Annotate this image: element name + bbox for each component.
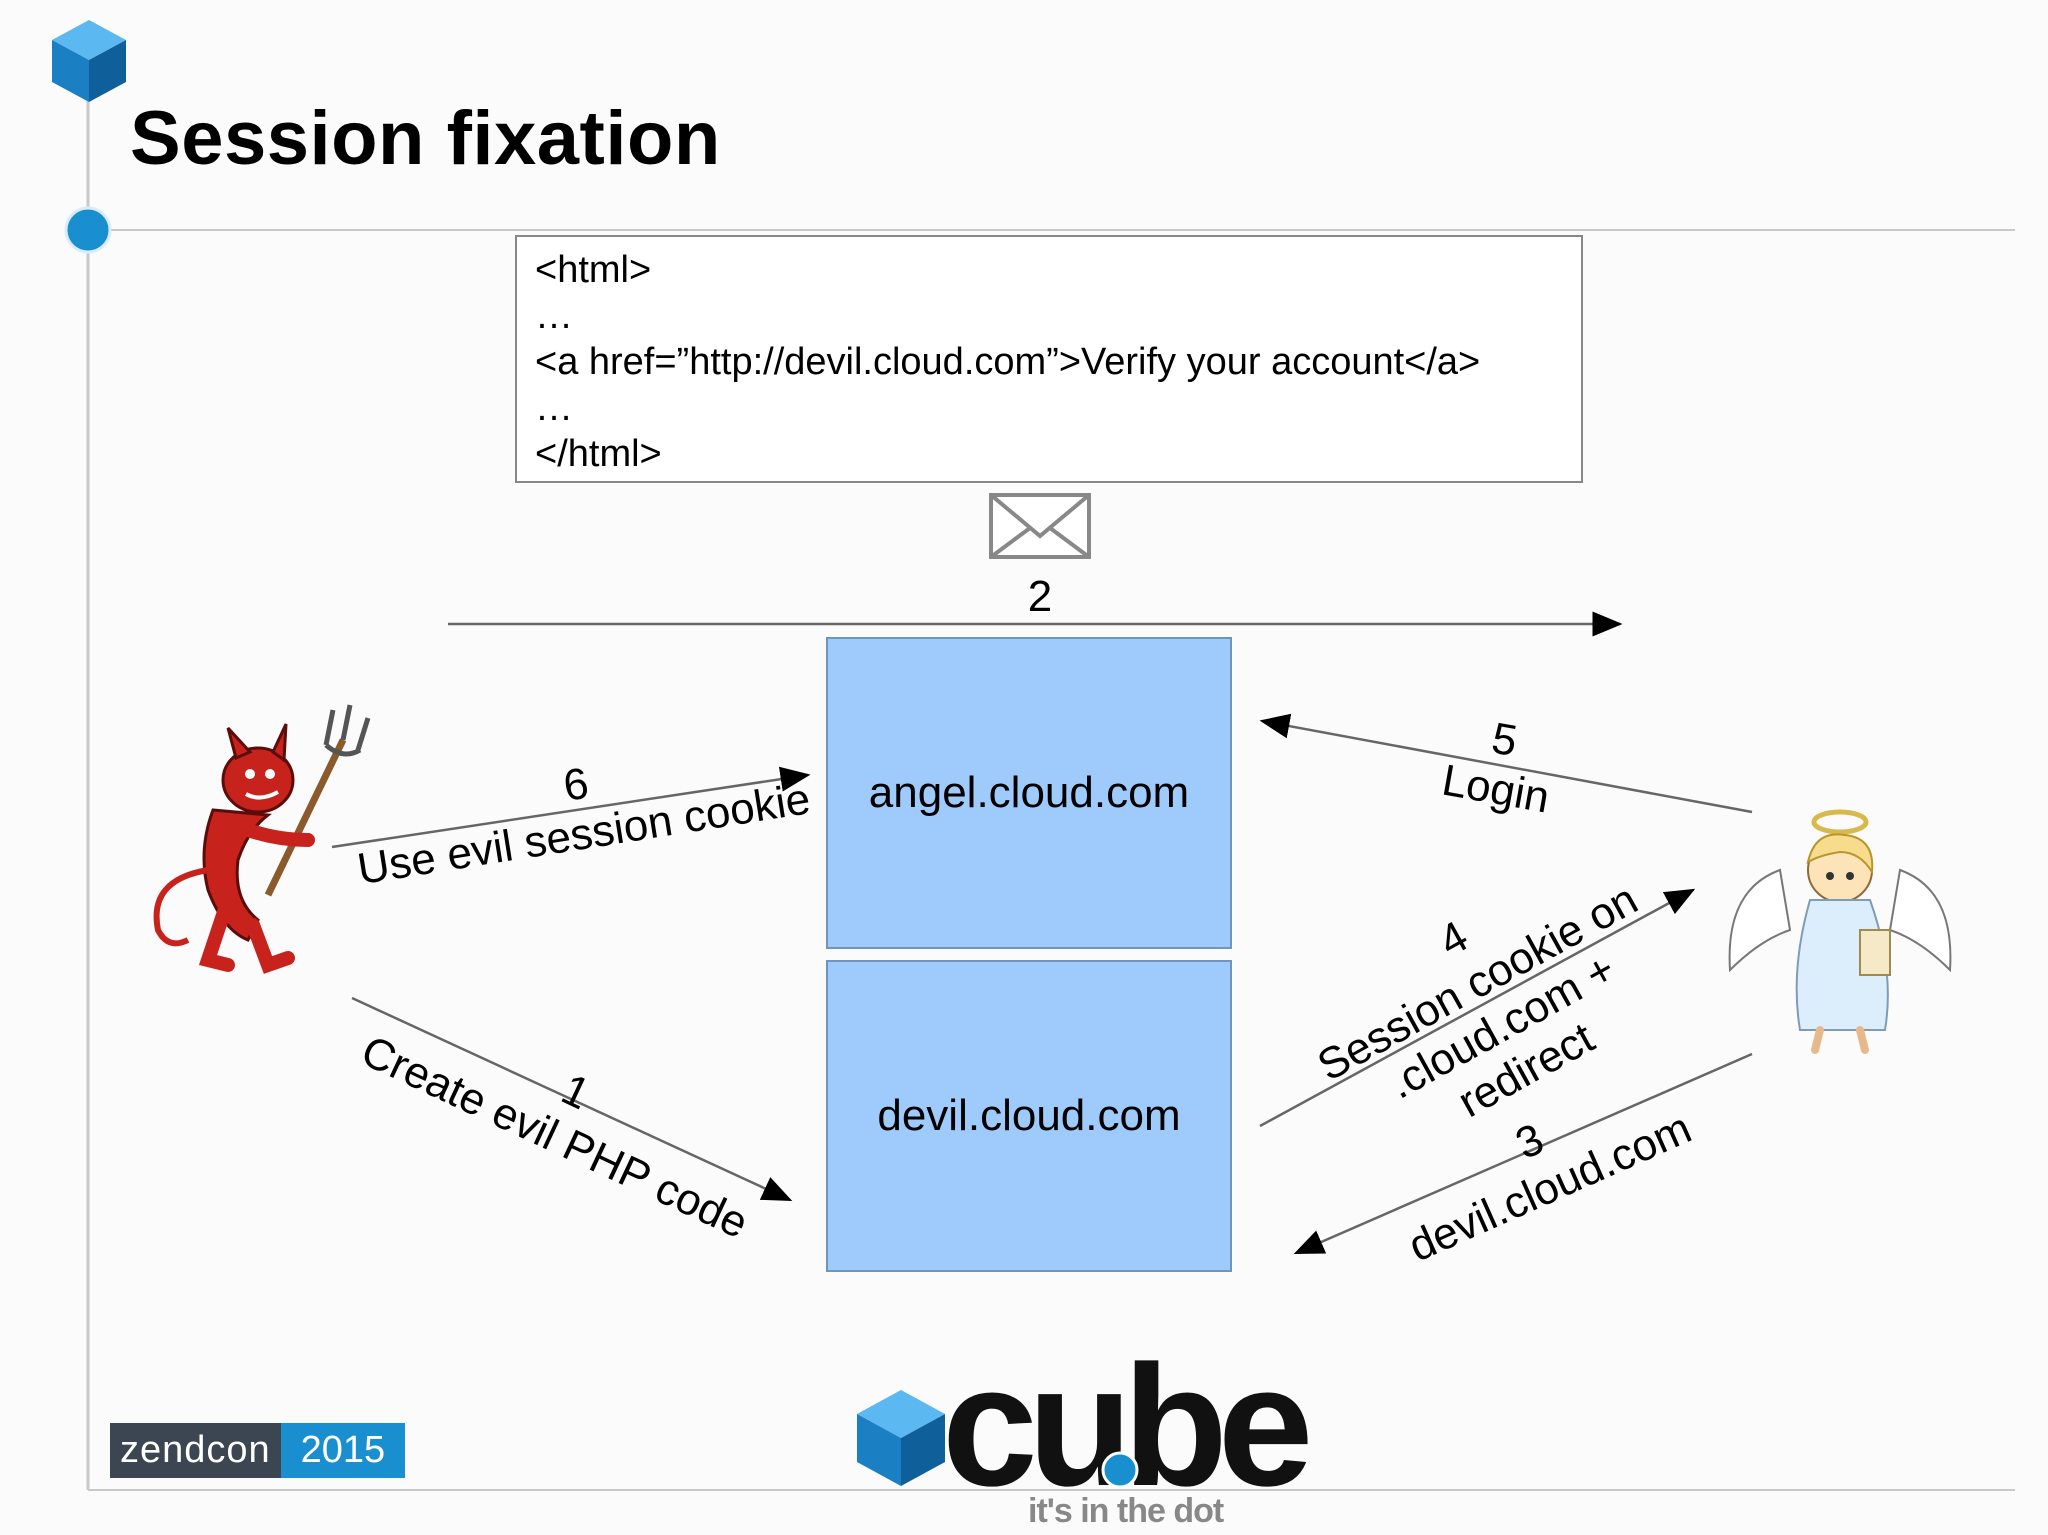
devil-server-box: devil.cloud.com [826,960,1232,1272]
code-line: </html> [535,433,662,475]
arrow-step-3 [1293,1052,1753,1255]
timeline-dot-icon [64,206,112,254]
arrow-step-4 [1259,888,1696,1128]
envelope-icon [989,493,1091,559]
code-line: <a href=”http://devil.cloud.com”>Verify … [535,341,1481,383]
cube-logo-icon [52,20,126,102]
devil-icon [153,704,371,974]
step-2-number: 2 [1027,572,1053,621]
slide-title: Session fixation [130,96,721,181]
devil-server-label: devil.cloud.com [877,1091,1181,1140]
angel-server-label: angel.cloud.com [868,768,1190,817]
email-code-box: <html> … <a href=”http://devil.cloud.com… [515,235,1583,483]
code-line: … [535,295,573,337]
zendcon-word: zendcon [110,1423,281,1478]
cube-logo-icon [857,1390,945,1486]
arrow-step-1 [351,996,793,1202]
arrow-step-6 [331,766,811,849]
zendcon-badge: zendcon 2015 [110,1423,405,1478]
cube-tagline: it's in the dot [1028,1492,1224,1530]
code-line: <html> [535,249,652,291]
zendcon-year: 2015 [280,1423,405,1478]
arrow-step-5 [1259,713,1753,814]
angel-icon [1728,809,1952,1054]
code-line: … [535,387,573,429]
logo-dot-icon [1101,1451,1139,1489]
angel-server-box: angel.cloud.com [826,637,1232,949]
